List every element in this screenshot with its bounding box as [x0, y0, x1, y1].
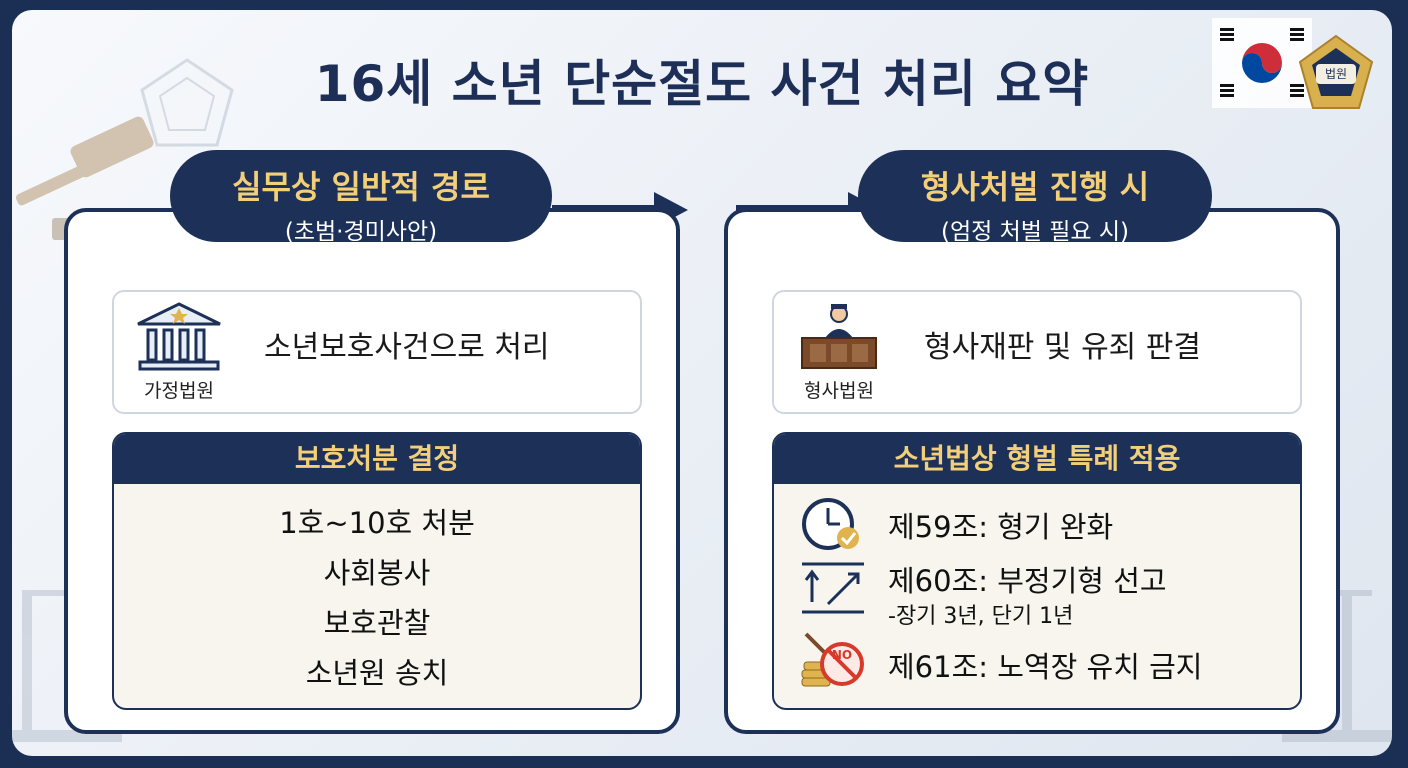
- criminal-court-caption: 형사법원: [804, 380, 874, 402]
- left-panel: 가정법원 소년보호사건으로 처리 보호처분 결정 1호~10호 처분 사회봉사 …: [64, 208, 680, 734]
- page-title: 16세 소년 단순절도 사건 처리 요약: [314, 55, 1090, 113]
- sentence-range-icon: [802, 562, 864, 614]
- court-badge-label: 법원: [1316, 64, 1356, 84]
- right-route-pill: 형사처벌 진행 시 (엄정 처벌 필요 시): [858, 150, 1212, 245]
- right-route-subheading: (엄정 처벌 필요 시): [941, 219, 1129, 245]
- infographic-canvas: 법원 16세 소년 단순절도 사건 처리 요약 가정법원 소년보호사건으로 처리: [12, 10, 1392, 756]
- family-court-text: 소년보호사건으로 처리: [264, 330, 550, 365]
- law-60-text: 제60조: 부정기형 선고: [888, 564, 1167, 598]
- protective-disposition-box: 보호처분 결정 1호~10호 처분 사회봉사 보호관찰 소년원 송치: [112, 432, 642, 710]
- criminal-court-text: 형사재판 및 유죄 판결: [924, 330, 1202, 365]
- korean-flag-icon: [1212, 18, 1312, 108]
- special-provisions-box: 소년법상 형벌 특례 적용 제59조: 형기 완화: [772, 432, 1302, 710]
- protective-disposition-header: 보호처분 결정: [114, 434, 640, 484]
- no-labor-icon: NO: [798, 630, 868, 690]
- list-item: 보호관찰: [323, 606, 431, 640]
- family-court-card: 가정법원 소년보호사건으로 처리: [112, 290, 642, 414]
- special-provisions-header: 소년법상 형벌 특례 적용: [774, 434, 1300, 484]
- criminal-court-card: 형사법원 형사재판 및 유죄 판결: [772, 290, 1302, 414]
- left-route-heading: 실무상 일반적 경로: [232, 168, 490, 206]
- no-sign-label: NO: [831, 648, 853, 662]
- left-route-subheading: (초범·경미사안): [284, 219, 438, 245]
- courthouse-icon: [137, 302, 221, 371]
- law-61-text: 제61조: 노역장 유치 금지: [888, 650, 1203, 684]
- right-route-heading: 형사처벌 진행 시: [920, 168, 1150, 206]
- disposition-list: 1호~10호 처분 사회봉사 보호관찰 소년원 송치: [114, 498, 640, 698]
- clock-check-icon: [802, 498, 859, 550]
- left-route-pill: 실무상 일반적 경로 (초범·경미사안): [170, 150, 552, 245]
- law-60-subtext: -장기 3년, 단기 1년: [888, 604, 1074, 629]
- right-panel: 형사법원 형사재판 및 유죄 판결 소년법상 형벌 특례 적용 제59조: 형기…: [724, 208, 1340, 734]
- family-court-caption: 가정법원: [144, 380, 214, 402]
- list-item: 1호~10호 처분: [279, 506, 475, 540]
- list-item: 소년원 송치: [305, 656, 449, 690]
- judge-bench-icon: [801, 304, 877, 369]
- watermark-emblem-icon: [140, 58, 234, 147]
- law-59-text: 제59조: 형기 완화: [888, 510, 1114, 544]
- court-badge-icon: 법원: [1296, 34, 1376, 114]
- list-item: 사회봉사: [323, 556, 431, 590]
